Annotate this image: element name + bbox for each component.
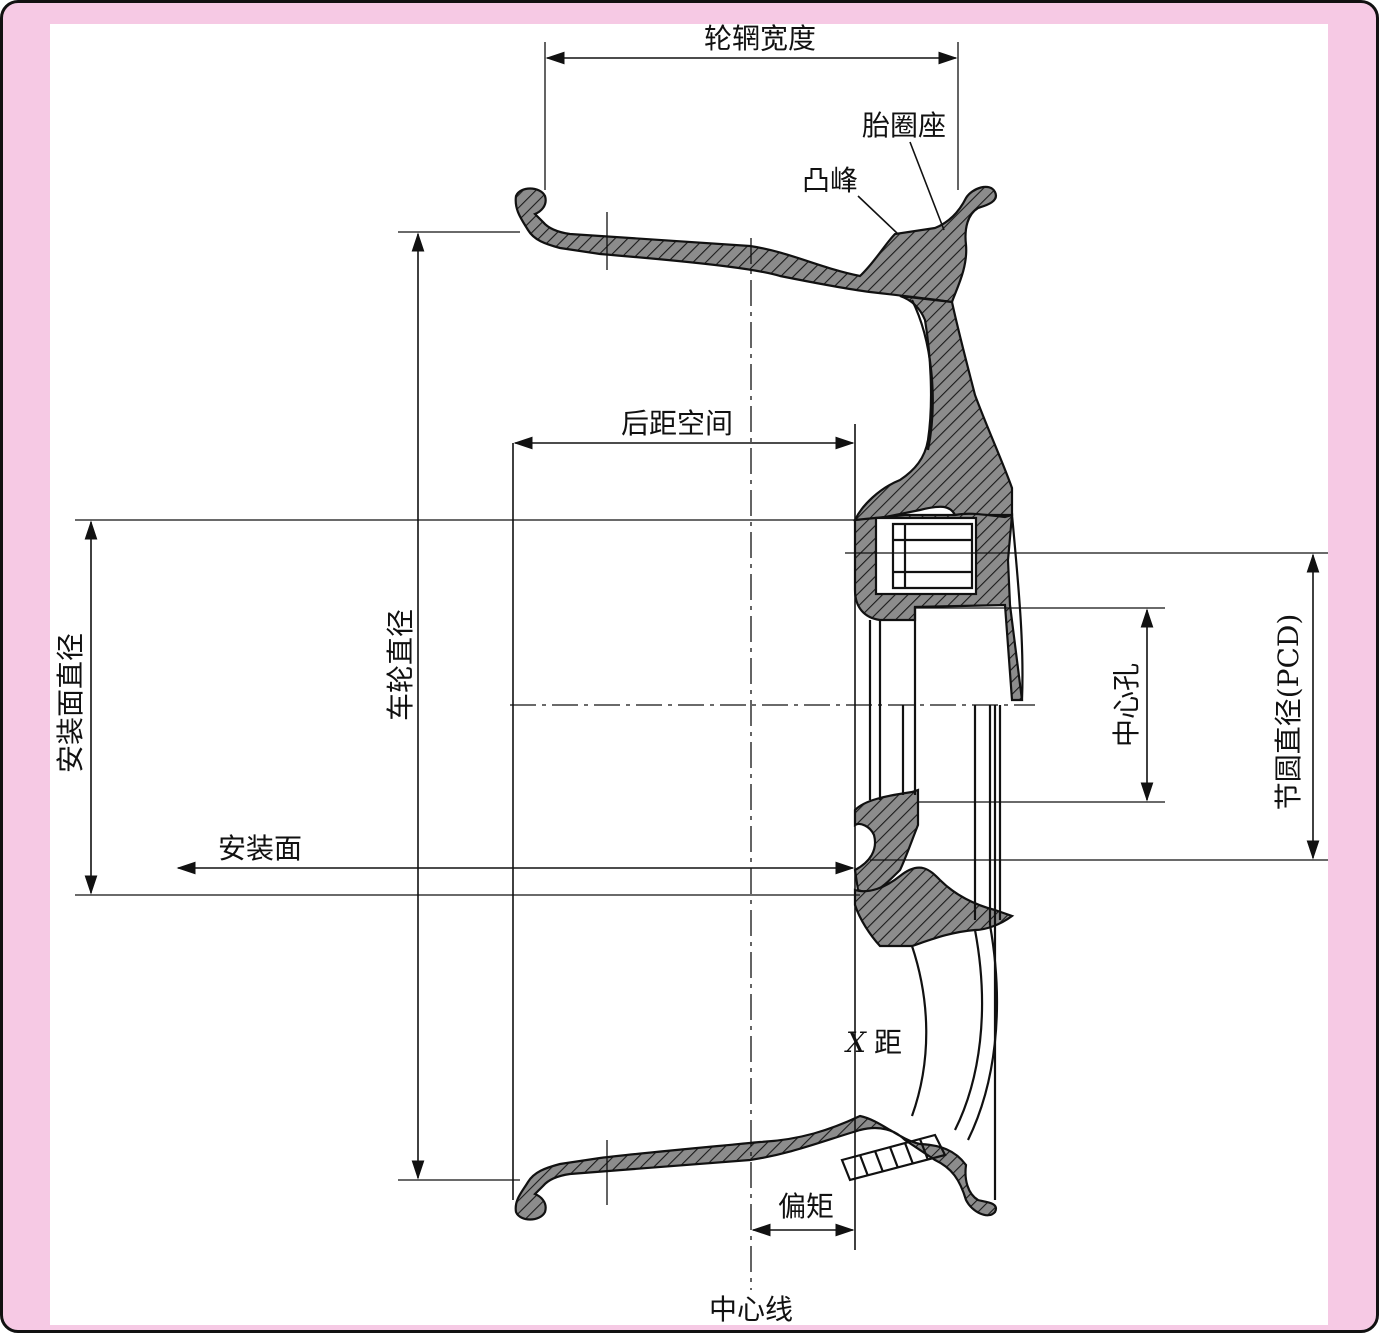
valve-stem: [840, 1133, 947, 1182]
mounting-face-label: 安装面: [218, 832, 302, 865]
x-distance-label: 距: [874, 1026, 902, 1059]
rim-lower-section: [514, 1114, 998, 1221]
pcd-label: 节圆直径(PCD): [1272, 614, 1305, 811]
rim-upper-section: [514, 185, 998, 304]
wheel-diameter-label: 车轮直径: [384, 609, 417, 721]
bead-seat-label: 胎圈座: [862, 109, 946, 142]
x-distance-var-label: X: [844, 1026, 867, 1059]
backspace-label: 后距空间: [621, 407, 733, 440]
hump-leader: [857, 195, 899, 235]
lug-nut: [874, 516, 978, 596]
center-bore-label: 中心孔: [1110, 663, 1143, 747]
spoke-lower-section: [853, 866, 1015, 948]
offset-label: 偏矩: [778, 1190, 834, 1223]
hump-label: 凸峰: [802, 164, 858, 197]
centerline-label: 中心线: [709, 1293, 793, 1326]
rim-width-label: 轮辋宽度: [704, 22, 816, 55]
bead-seat-leader: [909, 141, 945, 231]
mounting-face-diameter-label: 安装面直径: [54, 633, 87, 773]
